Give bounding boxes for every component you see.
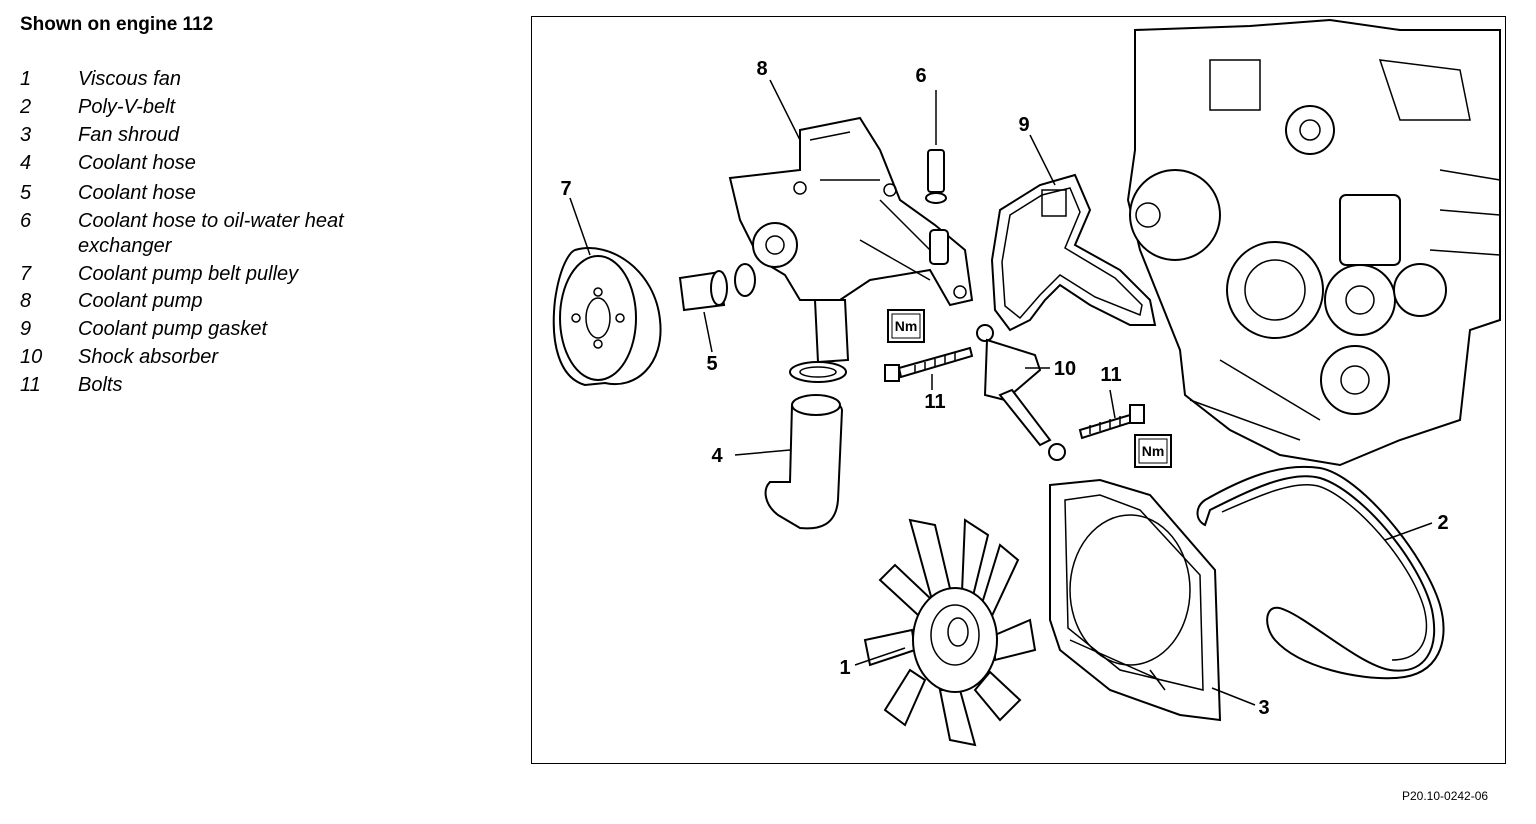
coolant-pump-gasket bbox=[990, 173, 1157, 332]
coolant-pump-belt-pulley bbox=[552, 247, 662, 387]
legend-label: Coolant hose bbox=[78, 182, 196, 204]
callout-10: 10 bbox=[1054, 358, 1076, 380]
oil-filler-cap bbox=[1285, 105, 1335, 155]
callout-9: 9 bbox=[1018, 114, 1029, 136]
legend-number: 6 bbox=[20, 210, 32, 232]
hose-clamp bbox=[789, 361, 847, 383]
coolant-hose-4 bbox=[764, 394, 844, 530]
legend-number: 4 bbox=[20, 152, 32, 174]
callout-7: 7 bbox=[560, 178, 571, 200]
legend-number: 11 bbox=[20, 374, 41, 396]
legend-label: Coolant hose bbox=[78, 152, 196, 174]
bolt-11-right bbox=[1078, 404, 1145, 440]
callout-labels: 8 6 9 7 5 11 10 11 4 2 1 3 bbox=[560, 58, 1448, 719]
callout-8: 8 bbox=[756, 58, 767, 80]
bolt-11-left bbox=[884, 346, 974, 382]
legend-label: Coolant pump belt pulley bbox=[78, 263, 299, 285]
torque-label: Nm bbox=[895, 318, 918, 334]
poly-v-belt bbox=[1196, 465, 1445, 680]
legend-number: 10 bbox=[20, 346, 43, 368]
figure-frame bbox=[531, 16, 1506, 764]
viscous-fan bbox=[863, 518, 1037, 747]
torque-label: Nm bbox=[1142, 443, 1165, 459]
engine-pulley-center bbox=[1226, 241, 1324, 339]
callout-2: 2 bbox=[1437, 512, 1448, 534]
engine-pulley-large bbox=[1129, 169, 1221, 261]
legend-number: 8 bbox=[20, 290, 32, 312]
legend-label: exchanger bbox=[78, 235, 172, 257]
legend-label: Shock absorber bbox=[78, 346, 219, 368]
legend-label: Bolts bbox=[78, 374, 123, 396]
legend-label: Viscous fan bbox=[78, 68, 182, 90]
callout-11-right: 11 bbox=[1100, 364, 1121, 386]
legend-number: 2 bbox=[20, 96, 32, 118]
legend-number: 7 bbox=[20, 263, 32, 285]
coolant-hose-6 bbox=[925, 149, 947, 204]
callout-3: 3 bbox=[1258, 697, 1269, 719]
callout-4: 4 bbox=[711, 445, 723, 467]
legend-label: Coolant pump bbox=[78, 290, 203, 312]
fan-shroud bbox=[1049, 478, 1222, 722]
legend-title: Shown on engine 112 bbox=[20, 14, 214, 35]
leader-lines bbox=[569, 79, 1433, 706]
torque-marker-right: Nm bbox=[1134, 434, 1172, 468]
legend-number: 3 bbox=[20, 124, 32, 146]
legend-label: Fan shroud bbox=[78, 124, 180, 146]
callout-6: 6 bbox=[915, 65, 926, 87]
legend-label: Coolant pump gasket bbox=[78, 318, 268, 340]
legend-number: 5 bbox=[20, 182, 32, 204]
legend-number: 9 bbox=[20, 318, 32, 340]
reference-code: P20.10-0242-06 bbox=[1402, 789, 1489, 803]
callout-11-left: 11 bbox=[924, 391, 945, 413]
legend-label: Coolant hose to oil-water heat bbox=[78, 210, 344, 232]
coolant-pump bbox=[728, 116, 974, 364]
legend-label: Poly-V-belt bbox=[78, 96, 176, 118]
coolant-hose-5 bbox=[678, 263, 756, 312]
engine-pulley-lower bbox=[1320, 345, 1390, 415]
engine-block bbox=[1126, 18, 1501, 467]
engine-pulley-right bbox=[1324, 264, 1396, 336]
shock-absorber bbox=[976, 324, 1066, 461]
callout-1: 1 bbox=[839, 657, 850, 679]
callout-5: 5 bbox=[706, 353, 717, 375]
torque-marker-left: Nm bbox=[887, 309, 925, 343]
legend-number: 1 bbox=[20, 68, 32, 90]
